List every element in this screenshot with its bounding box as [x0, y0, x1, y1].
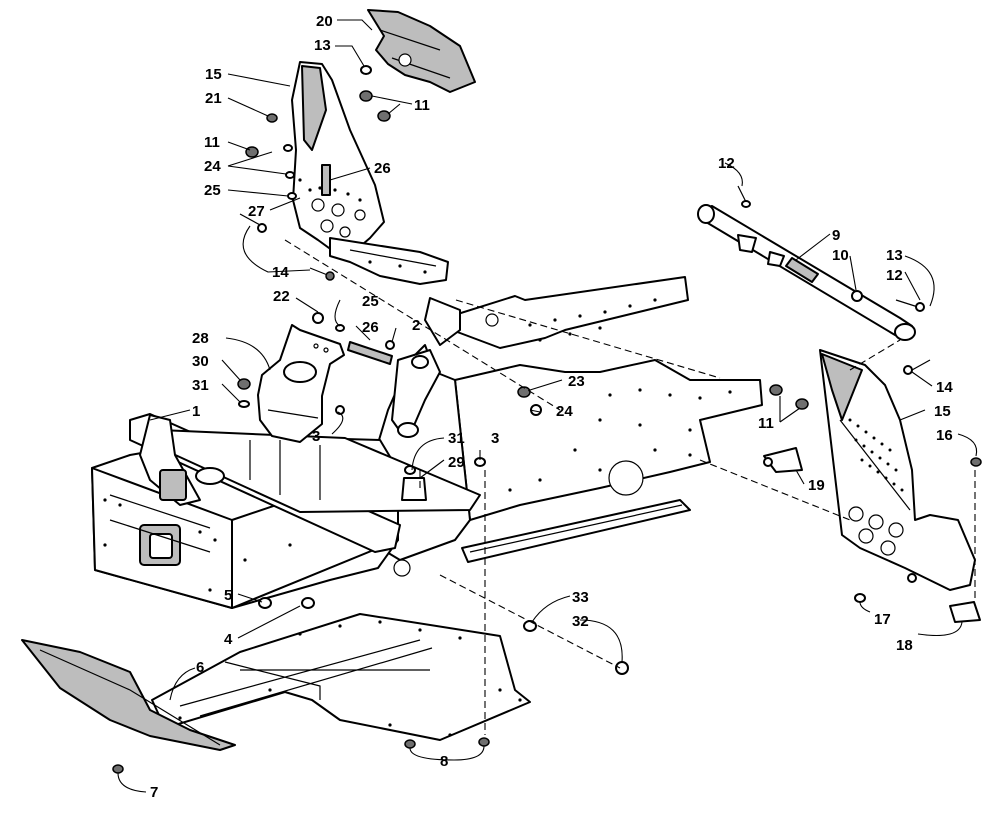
callout-12-right: 12 — [886, 267, 903, 284]
console-cover-part — [367, 9, 476, 93]
callout-4: 4 — [224, 631, 233, 648]
steering-support-plate-part — [291, 61, 385, 257]
nose-skid-part — [21, 639, 236, 751]
callout-14-upper: 14 — [272, 264, 289, 281]
callout-10: 10 — [832, 247, 849, 264]
steering-post-bracket-part — [257, 324, 345, 443]
callout-26-upper: 26 — [374, 160, 391, 177]
callout-12-upper: 12 — [718, 155, 735, 172]
callout-7: 7 — [150, 784, 158, 801]
callout-11-top-right: 11 — [414, 97, 430, 114]
callout-11-right: 11 — [758, 415, 774, 432]
leader-lines — [117, 19, 978, 793]
callout-15: 15 — [205, 66, 222, 83]
callout-16: 16 — [936, 427, 953, 444]
callout-19: 19 — [808, 477, 825, 494]
callout-21: 21 — [205, 90, 222, 107]
callout-2: 2 — [412, 317, 420, 334]
alignment-lines — [284, 239, 976, 735]
callout-3-right: 3 — [491, 430, 499, 447]
steering-bracket-lower-part — [329, 237, 449, 285]
callout-24-upper: 24 — [204, 158, 221, 175]
callout-8: 8 — [440, 753, 448, 770]
callout-labels: 20 13 15 21 11 11 24 26 25 27 14 22 25 2… — [150, 13, 953, 801]
callout-31-left: 31 — [192, 377, 209, 394]
rivet-17 — [854, 593, 866, 603]
callout-18: 18 — [896, 637, 913, 654]
callout-24-center: 24 — [556, 403, 573, 420]
steering-rod-part — [312, 312, 395, 365]
callout-15-right: 15 — [934, 403, 951, 420]
callout-6: 6 — [196, 659, 204, 676]
callout-30: 30 — [192, 353, 209, 370]
callout-13-right: 13 — [886, 247, 903, 264]
callout-33: 33 — [572, 589, 589, 606]
callout-9: 9 — [832, 227, 840, 244]
callout-1: 1 — [192, 403, 200, 420]
callout-31-center: 31 — [448, 430, 465, 447]
center-hardware — [237, 378, 542, 609]
callout-20: 20 — [316, 13, 333, 30]
belly-pan-part — [151, 613, 531, 741]
steering-post-part — [697, 185, 925, 410]
callout-11-upper: 11 — [204, 134, 220, 151]
clip-part — [949, 457, 982, 623]
callout-25-upper: 25 — [204, 182, 221, 199]
callout-23: 23 — [568, 373, 585, 390]
callout-5: 5 — [224, 587, 232, 604]
callout-29: 29 — [448, 454, 465, 471]
steering-arm-part — [391, 349, 441, 438]
cross-rail-part — [129, 413, 481, 553]
callout-13: 13 — [314, 37, 331, 54]
callout-32: 32 — [572, 613, 589, 630]
right-support-plate-part — [819, 349, 976, 591]
callout-22: 22 — [273, 288, 290, 305]
callout-3-center: 3 — [312, 428, 320, 445]
heat-shield-part — [763, 447, 803, 473]
callout-28: 28 — [192, 330, 209, 347]
callout-27: 27 — [248, 203, 265, 220]
callout-17: 17 — [874, 611, 891, 628]
bottom-fasteners — [112, 737, 490, 774]
footrest-part — [461, 499, 691, 675]
callout-14-right: 14 — [936, 379, 953, 396]
callout-25-center: 25 — [362, 293, 379, 310]
callout-26-center: 26 — [362, 319, 379, 336]
